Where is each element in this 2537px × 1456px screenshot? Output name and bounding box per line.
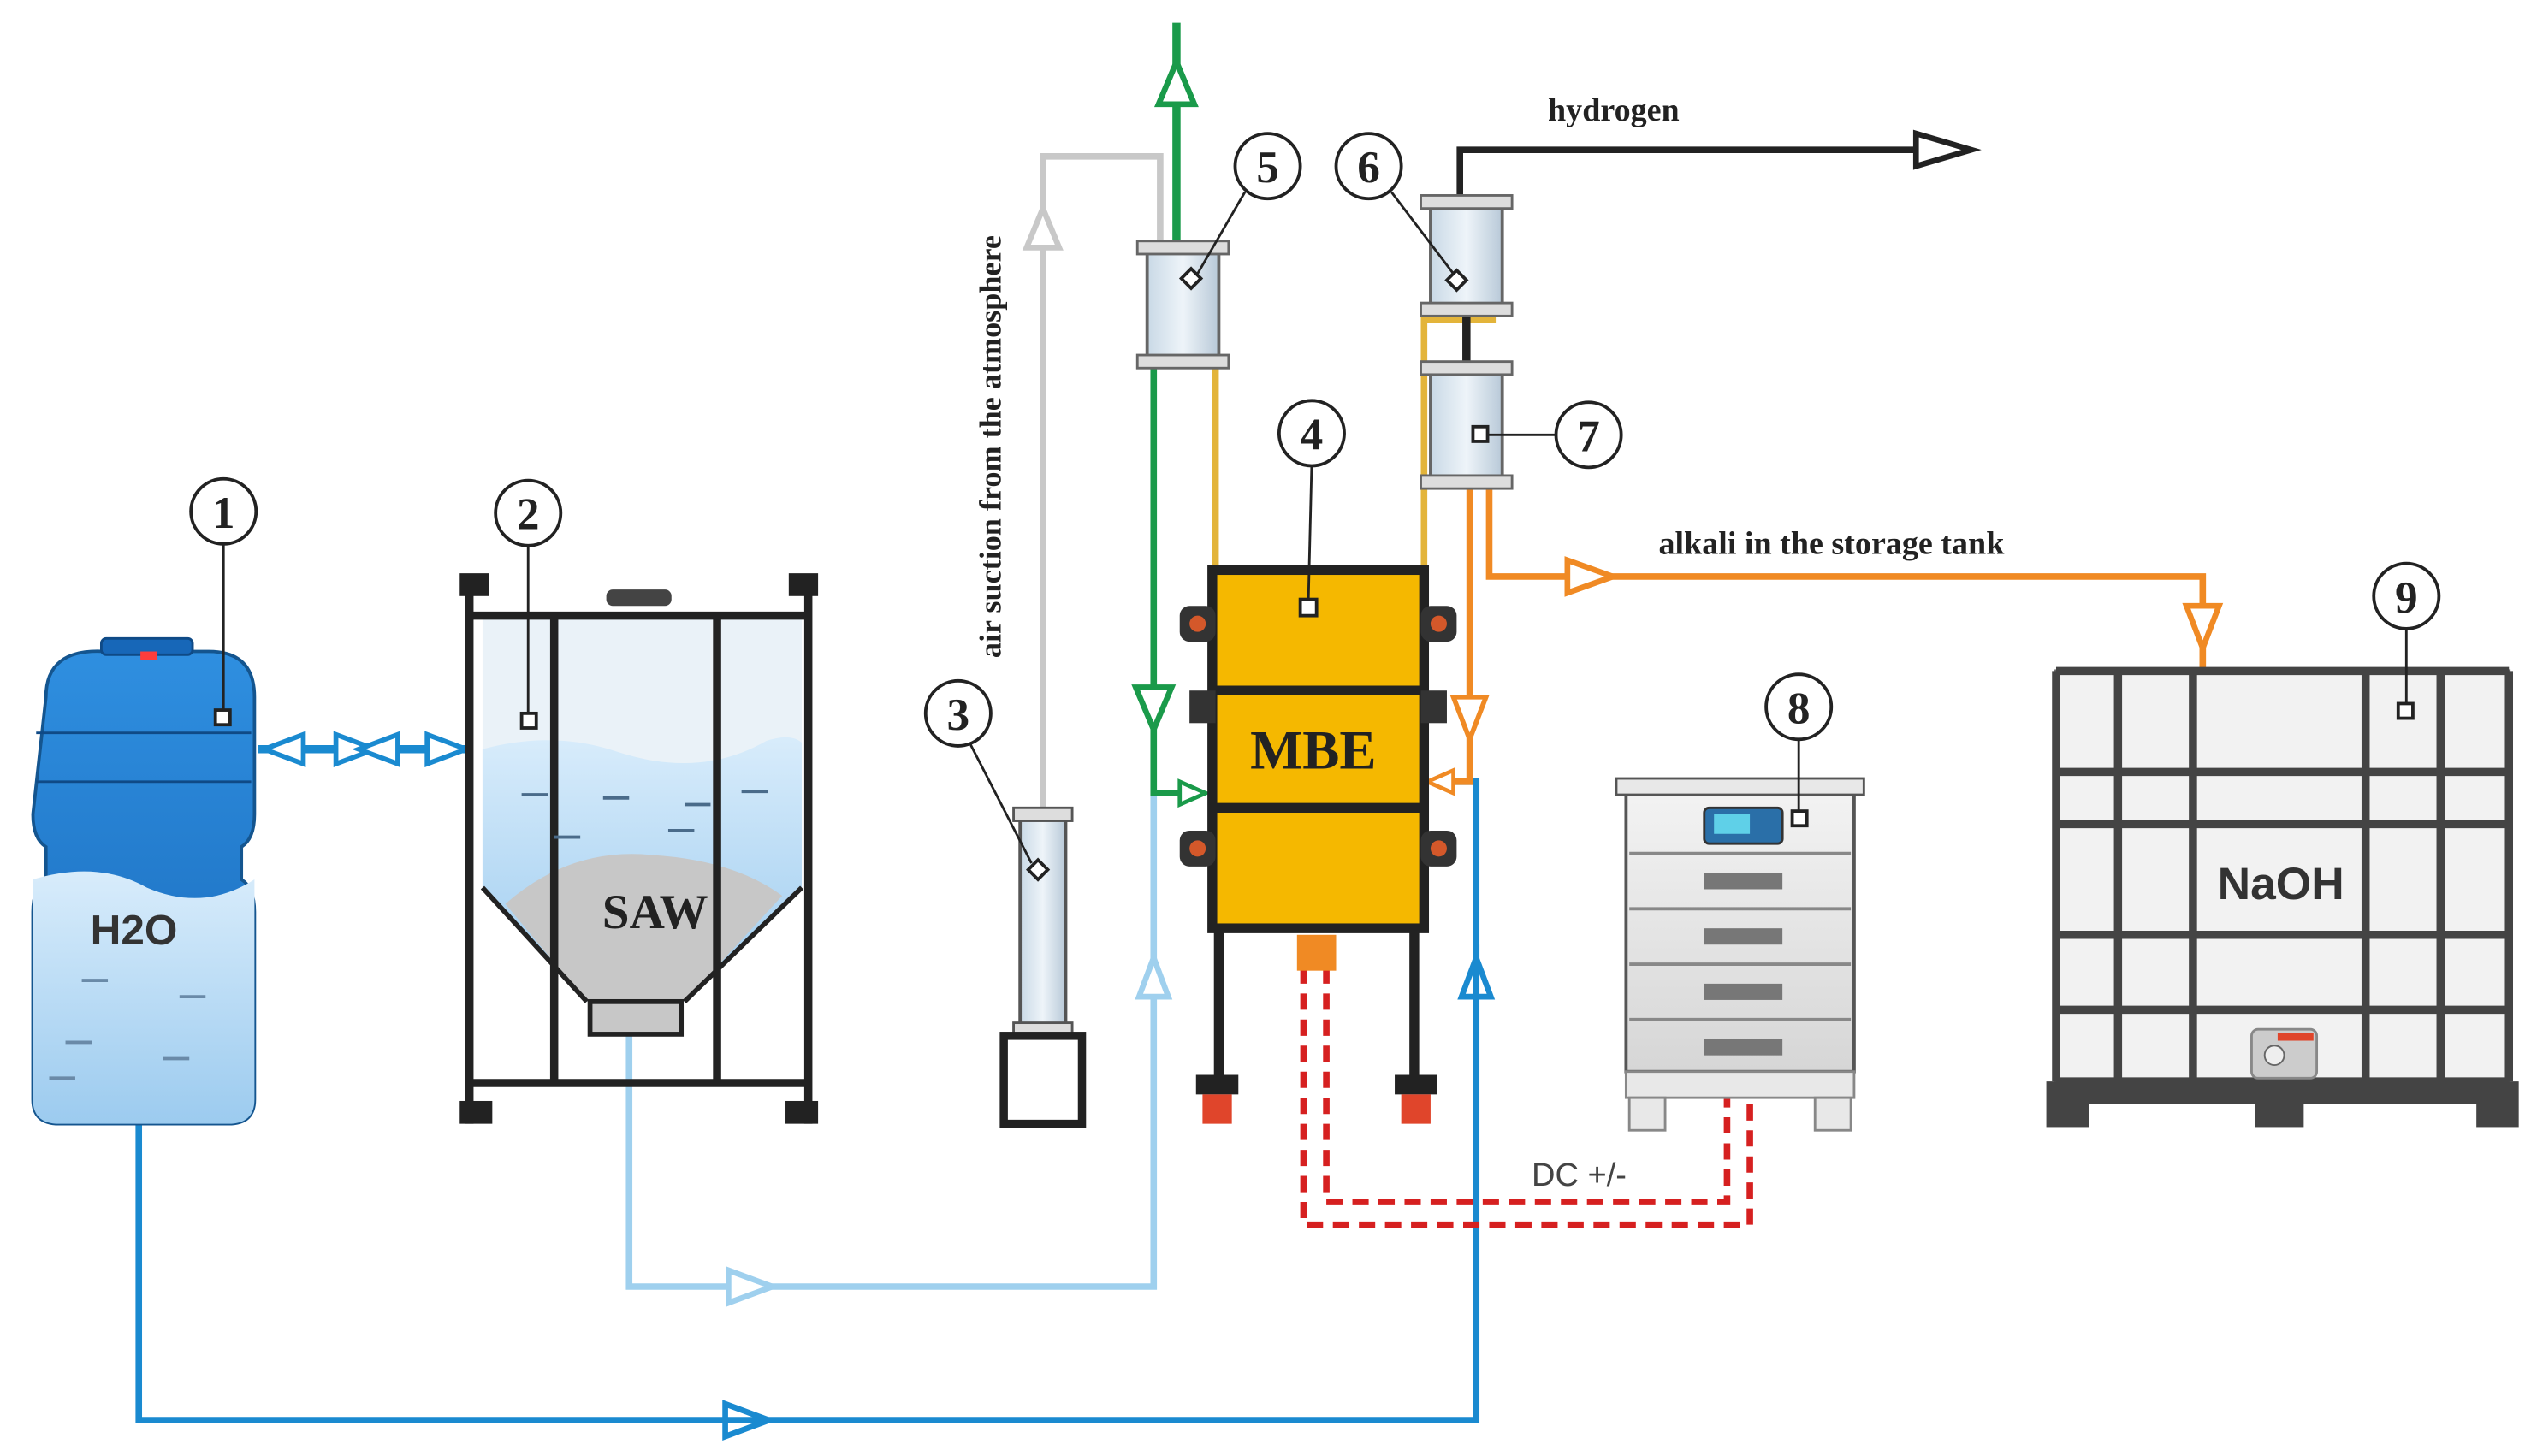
dc-power-supply <box>1615 777 1865 1132</box>
marker-7: 7 <box>1554 400 1623 470</box>
saw-container <box>459 573 819 1124</box>
h2o-tank <box>31 636 257 1126</box>
saw-label: SAW <box>602 885 708 939</box>
marker-1-number: 1 <box>212 488 235 538</box>
scrubber-column <box>1420 360 1514 490</box>
dc-label: DC +/- <box>1532 1157 1627 1193</box>
air-suction-label: air suction from the atmosphere <box>973 235 1007 658</box>
marker-4: 4 <box>1277 399 1346 468</box>
alkali-label: alkali in the storage tank <box>1658 525 2005 561</box>
marker-5: 5 <box>1233 132 1302 201</box>
marker-4-number: 4 <box>1301 409 1324 459</box>
marker-9-number: 9 <box>2395 572 2418 623</box>
naoh-storage-tank <box>2046 666 2519 1128</box>
marker-6-number: 6 <box>1357 142 1380 192</box>
marker-1: 1 <box>189 476 258 546</box>
marker-2-number: 2 <box>517 489 540 540</box>
leader-lines <box>222 191 2408 864</box>
naoh-label: NaOH <box>2218 859 2344 909</box>
mbe-label: MBE <box>1250 719 1376 781</box>
dc-cable <box>1300 967 1753 1228</box>
marker-7-number: 7 <box>1577 411 1600 461</box>
marker-2: 2 <box>494 478 563 547</box>
marker-5-number: 5 <box>1256 142 1279 192</box>
marker-8-number: 8 <box>1787 683 1811 733</box>
h2o-saw-connection <box>257 731 474 768</box>
marker-3-number: 3 <box>946 690 969 740</box>
marker-3: 3 <box>923 678 993 748</box>
alkali-line <box>1422 488 2224 796</box>
hydrogen-separator <box>1420 194 1514 317</box>
marker-9: 9 <box>2372 561 2441 630</box>
h2o-label: H2O <box>91 907 178 954</box>
marker-6: 6 <box>1334 132 1403 201</box>
marker-8: 8 <box>1764 672 1834 742</box>
mbe-electrolyser <box>1179 565 1457 1124</box>
oxygen-line <box>1131 22 1212 808</box>
air-suction-line <box>1022 152 1164 814</box>
air-intake-column <box>999 806 1087 1128</box>
oxygen-separator <box>1135 240 1230 370</box>
hydrogen-line <box>1456 129 1982 369</box>
hydrogen-label: hydrogen <box>1548 92 1680 128</box>
